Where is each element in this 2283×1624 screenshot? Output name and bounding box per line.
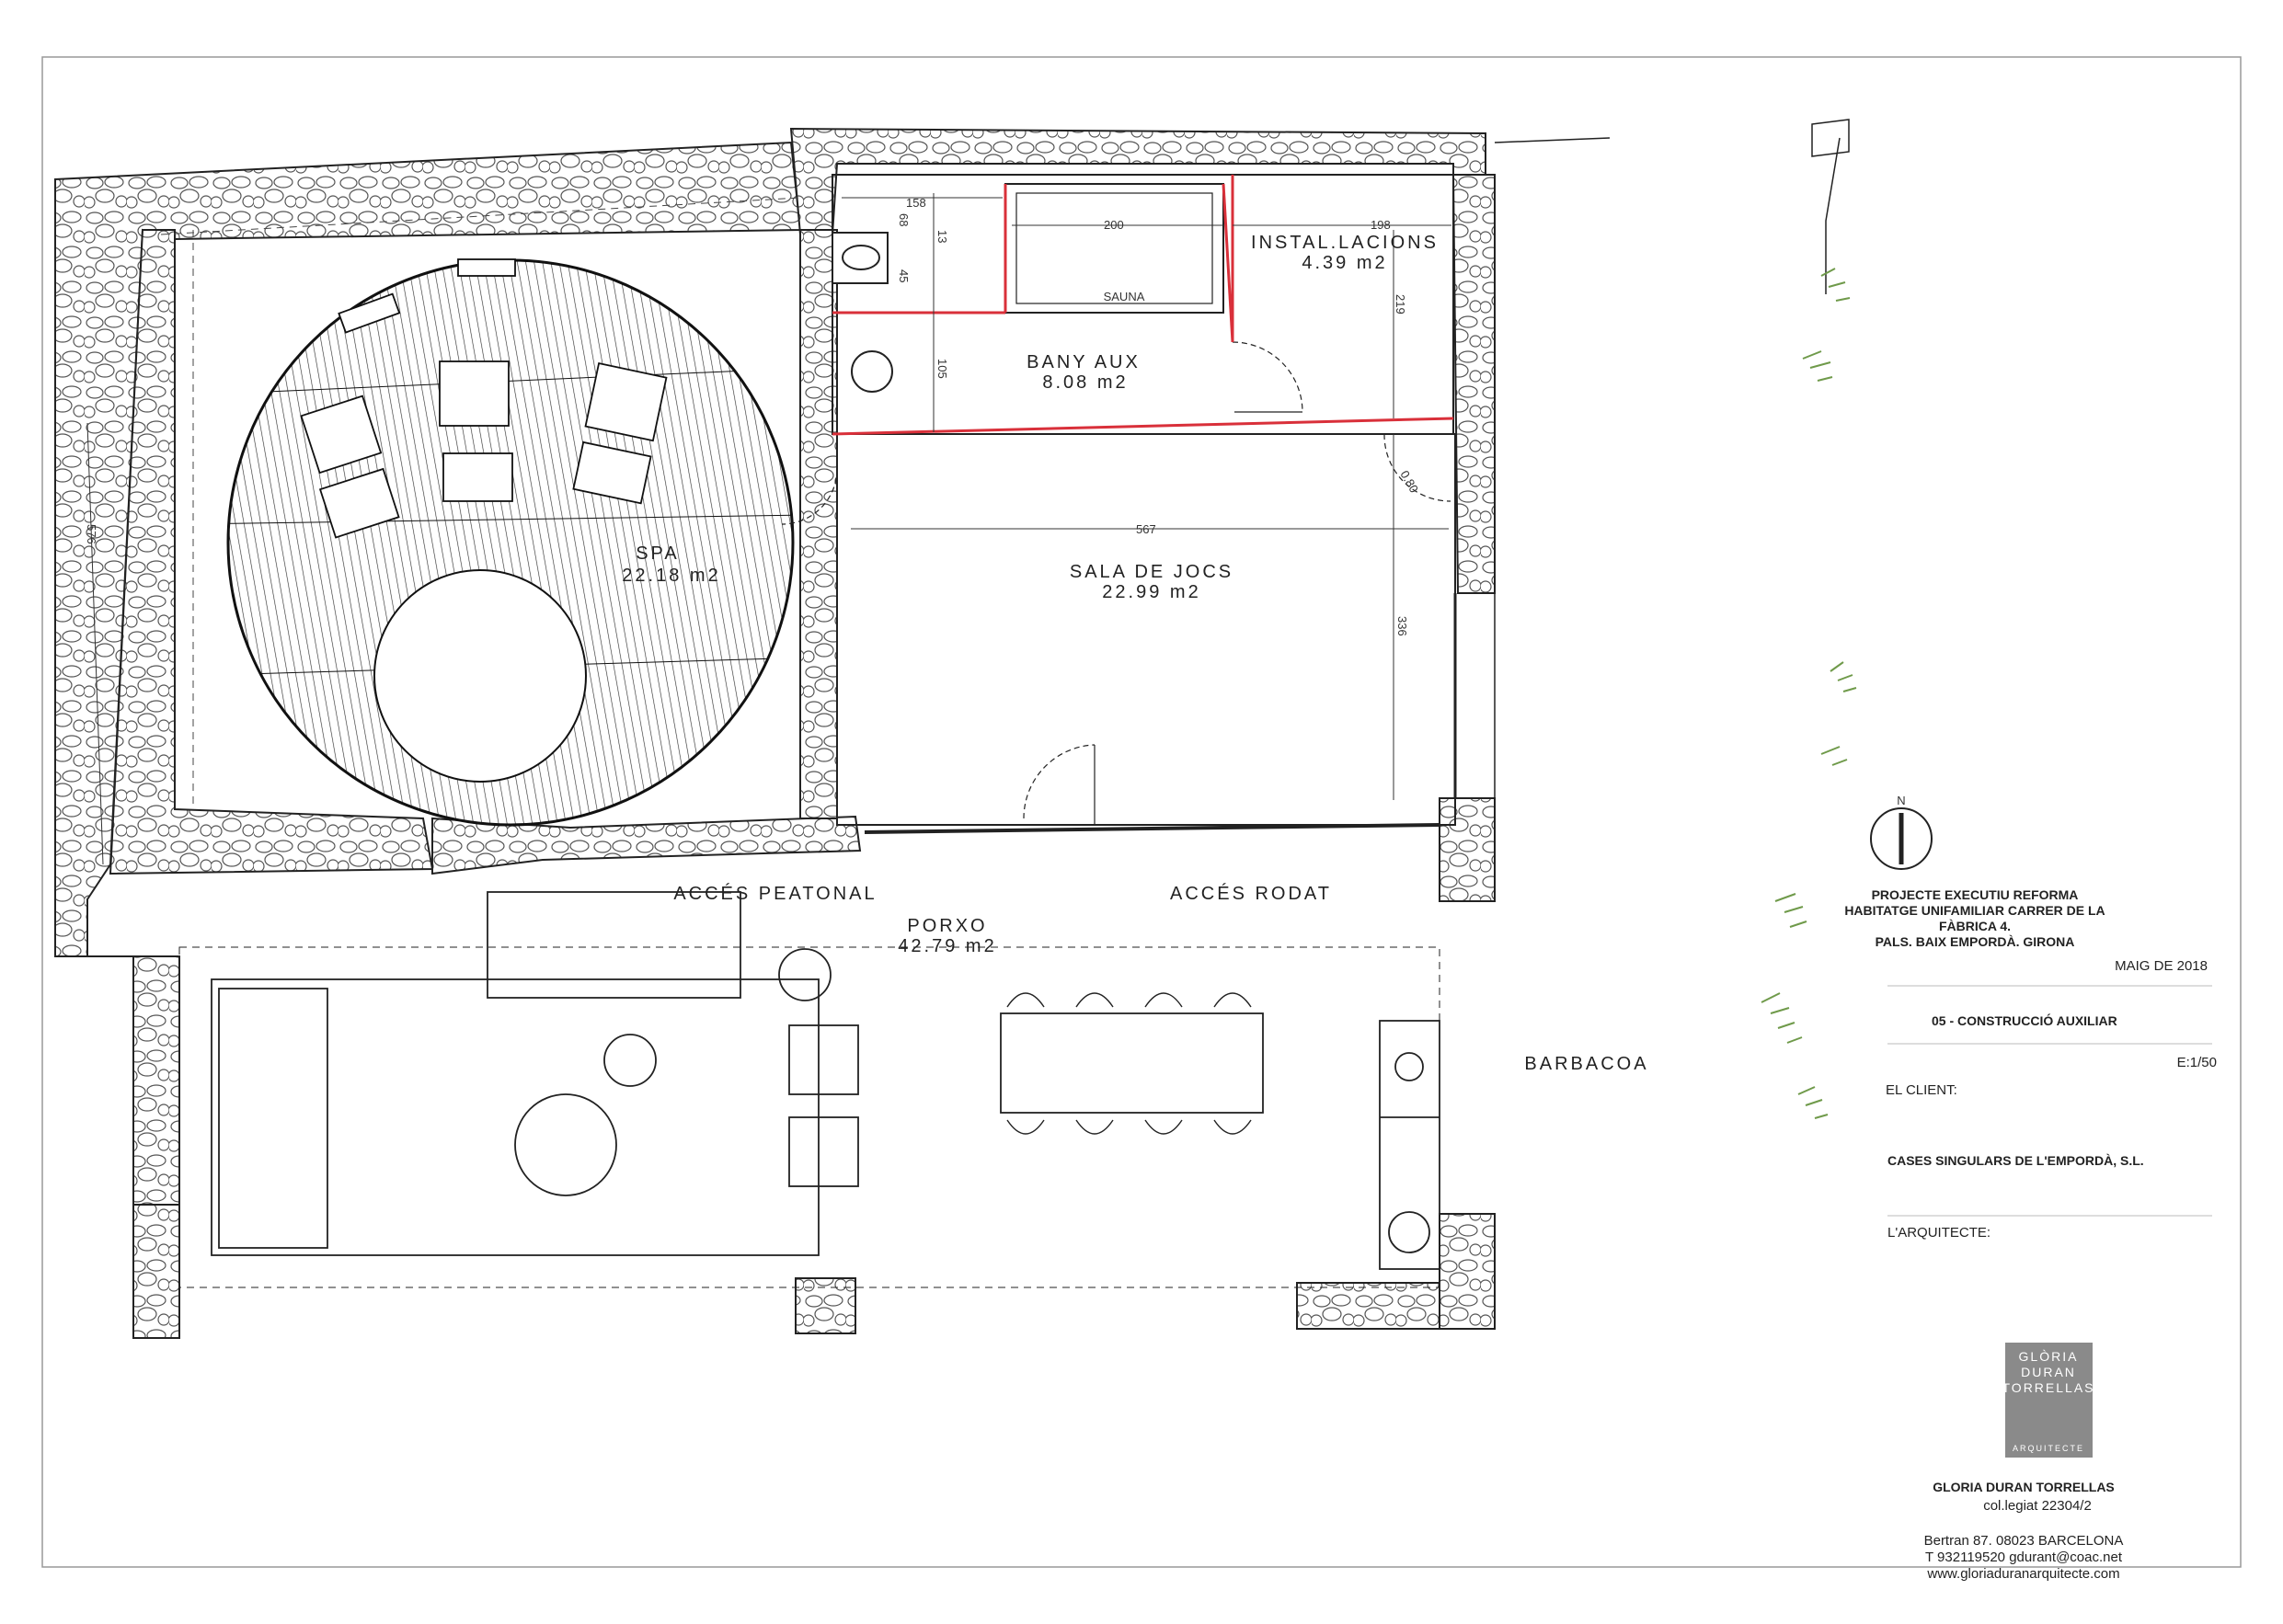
dim-200: 200 xyxy=(1104,218,1124,232)
pillar-bottom-right xyxy=(1296,1282,1440,1330)
spa-area: 22.18 m2 xyxy=(622,566,720,586)
instal-area: 4.39 m2 xyxy=(1302,253,1387,273)
pillar-bottom-left xyxy=(132,1204,180,1339)
small-table xyxy=(603,1034,657,1087)
architect-address: Bertran 87. 08023 BARCELONA xyxy=(1924,1533,2124,1549)
sofa xyxy=(211,978,820,1256)
barbacoa-counter xyxy=(1379,1020,1440,1270)
title-block: PROJECTE EXECUTIU REFORMA HABITATGE UNIF… xyxy=(1844,887,2217,1582)
project-date: MAIG DE 2018 xyxy=(2115,958,2208,974)
client-name: CASES SINGULARS DE L'EMPORDÀ, S.L. xyxy=(1887,1153,2144,1168)
round-table xyxy=(514,1093,617,1196)
sheet-scale: E:1/50 xyxy=(2177,1055,2217,1070)
dim-080: 0.80 xyxy=(1397,468,1421,495)
bany-name: BANY AUX xyxy=(1027,352,1141,372)
architect-logo xyxy=(2005,1343,2093,1458)
side-table xyxy=(778,948,832,1001)
dim-68: 68 xyxy=(897,213,911,226)
project-line-3: FÀBRICA 4. xyxy=(1939,919,2011,933)
north-arrow: N xyxy=(1870,794,1933,870)
dining-chairs xyxy=(1006,992,1252,1135)
architect-web: www.gloriaduranarquitecte.com xyxy=(1926,1566,2119,1582)
armchair-2 xyxy=(788,1116,859,1187)
sala-area: 22.99 m2 xyxy=(1102,582,1200,602)
porch-area xyxy=(178,891,1440,1288)
architect-college: col.legiat 22304/2 xyxy=(1983,1498,2092,1514)
basin-icon xyxy=(851,350,893,393)
dimension-lines xyxy=(86,193,1451,865)
porxo-area: 42.79 m2 xyxy=(898,936,996,956)
dim-567: 567 xyxy=(1136,522,1156,536)
architect-phone: T 932119520 gdurant@coac.net xyxy=(1925,1550,2123,1565)
porxo-name: PORXO xyxy=(907,916,987,936)
spa-name: SPA xyxy=(636,543,680,564)
logo-sub: ARQUITECTE xyxy=(2013,1444,2084,1453)
sheet-border xyxy=(41,56,2242,1568)
logo-line-3: TORRELLAS xyxy=(2002,1380,2095,1395)
acces-peatonal: ACCÉS PEATONAL xyxy=(673,883,877,904)
dim-198: 198 xyxy=(1371,218,1391,232)
logo-line-1: GLÒRIA xyxy=(2019,1349,2079,1364)
architect-name: GLORIA DURAN TORRELLAS xyxy=(1933,1480,2115,1494)
pillar-right-bottom xyxy=(1439,1213,1496,1330)
acces-rodat: ACCÉS RODAT xyxy=(1170,883,1332,904)
wall-right xyxy=(1451,174,1496,594)
dining-table xyxy=(1000,1012,1264,1114)
dim-576: 576 xyxy=(85,524,98,544)
dim-219: 219 xyxy=(1394,294,1407,315)
dim-158: 158 xyxy=(906,196,926,210)
spa-loungers xyxy=(300,258,668,539)
sauna-label: SAUNA xyxy=(1104,290,1145,303)
room-labels: SPA 22.18 m2 BANY AUX 8.08 m2 INSTAL.LAC… xyxy=(622,233,1648,1074)
spa-tub xyxy=(373,569,587,783)
wall-spa-bottom xyxy=(431,815,862,875)
north-label: N xyxy=(1897,794,1905,807)
instal-name: INSTAL.LACIONS xyxy=(1251,233,1439,253)
project-line-1: PROJECTE EXECUTIU REFORMA xyxy=(1872,887,2079,902)
armchair-1 xyxy=(788,1024,859,1095)
pillar-bottom-mid xyxy=(795,1277,856,1334)
sala-name: SALA DE JOCS xyxy=(1070,562,1233,582)
logo-line-2: DURAN xyxy=(2021,1365,2076,1379)
architect-label: L'ARQUITECTE: xyxy=(1887,1225,1990,1241)
spa-deck xyxy=(160,197,801,827)
pillar-right-top xyxy=(1439,797,1496,902)
console-table xyxy=(487,891,741,999)
barbacoa-label: BARBACOA xyxy=(1524,1054,1648,1074)
dim-13: 13 xyxy=(935,230,949,243)
client-label: EL CLIENT: xyxy=(1886,1082,1957,1098)
garden-edge xyxy=(1494,119,1850,798)
project-line-2: HABITATGE UNIFAMILIAR CARRER DE LA xyxy=(1844,903,2105,918)
red-partitions xyxy=(832,175,1454,436)
building-interior xyxy=(781,174,1457,834)
dim-45: 45 xyxy=(897,269,911,282)
sheet-title: 05 - CONSTRUCCIÓ AUXILIAR xyxy=(1932,1012,2117,1028)
dim-105: 105 xyxy=(935,359,949,379)
plants xyxy=(1761,268,1857,1119)
stone-walls xyxy=(54,127,1496,1339)
wall-spa-west xyxy=(109,229,434,875)
dim-336: 336 xyxy=(1395,616,1409,636)
project-line-4: PALS. BAIX EMPORDÀ. GIRONA xyxy=(1876,934,2075,949)
bany-area: 8.08 m2 xyxy=(1042,372,1128,393)
